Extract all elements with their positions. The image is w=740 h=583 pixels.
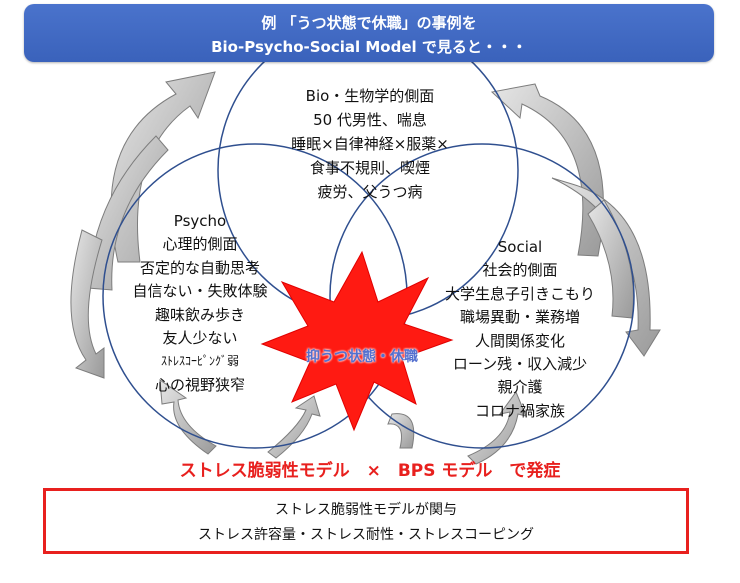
arrow-bio-to-social-outer (490, 83, 604, 257)
cycle-arrows (70, 71, 661, 465)
crisis-burst-shape (260, 250, 454, 432)
arrow-bio-to-psycho-outer (110, 71, 216, 263)
bio-line: 50 代男性、喘息 (313, 111, 427, 129)
social-line: 職場異動・業務増 (459, 308, 580, 327)
social-line: 社会的側面 (482, 261, 558, 280)
social-line: コロナ禍家族 (474, 401, 565, 420)
psycho-line: 心の視野狭窄 (154, 375, 245, 394)
psycho-text: Psycho 心理的側面 否定的な自動思考 自信ない・失敗体験 趣味飲み歩き 友… (100, 210, 300, 397)
social-heading: Social (497, 238, 543, 256)
arrow-bottom-center-left (267, 395, 321, 459)
social-line: ローン残・収入減少 (452, 355, 588, 374)
box-line-2: ストレス許容量・ストレス耐性・ストレスコーピング (198, 527, 534, 543)
psycho-line: ｽﾄﾚｽｺｰﾋﾟﾝｸﾞ弱 (160, 354, 239, 369)
vulnerability-box: ストレス脆弱性モデルが関与 ストレス許容量・ストレス耐性・ストレスコーピング (43, 488, 689, 554)
box-line-1: ストレス脆弱性モデルが関与 (275, 502, 457, 518)
center-label: 抑うつ状態・休職 (306, 349, 418, 365)
arrow-bottom-right-up (467, 390, 527, 465)
psycho-line: 友人少ない (162, 329, 238, 348)
psycho-line: 心理的側面 (162, 235, 238, 254)
social-line: 親介護 (497, 378, 543, 397)
bio-line: 食事不規則、喫煙 (309, 159, 430, 177)
psycho-line: 自信ない・失敗体験 (132, 282, 268, 301)
title-line-1: 例 「うつ状態で休職」の事例を (261, 14, 477, 32)
arrow-bottom-left-up (159, 378, 217, 455)
social-circle (329, 143, 635, 449)
title-line-2: Bio-Psycho-Social Model で見ると・・・ (211, 38, 527, 56)
psycho-heading: Psycho (173, 212, 227, 230)
psycho-line: 趣味飲み歩き (154, 305, 245, 324)
bio-line: 睡眠×自律神経×服薬× (291, 135, 449, 153)
title-banner: 例 「うつ状態で休職」の事例を Bio-Psycho-Social Model … (24, 4, 714, 62)
social-text: Social 社会的側面 大学生息子引きこもり 職場異動・業務増 人間関係変化 … (400, 236, 640, 423)
arrow-psycho-down (70, 229, 105, 379)
bio-heading: Bio・生物学的側面 (305, 87, 435, 105)
social-line: 大学生息子引きこもり (444, 284, 595, 303)
psycho-line: 否定的な自動思考 (139, 258, 260, 277)
bio-line: 疲労、父うつ病 (317, 183, 423, 201)
bio-text: Bio・生物学的側面 50 代男性、喘息 睡眠×自律神経×服薬× 食事不規則、喫… (250, 84, 490, 204)
social-line: 人間関係変化 (474, 331, 565, 350)
model-formula: ストレス脆弱性モデル × BPS モデル で発症 (179, 461, 561, 481)
arrow-bottom-center-right (387, 413, 415, 449)
